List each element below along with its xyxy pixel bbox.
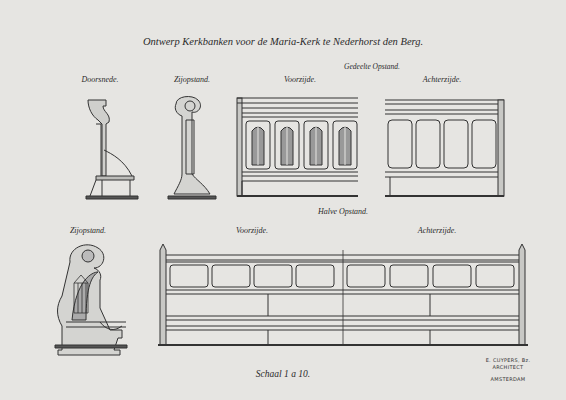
panel-mullion bbox=[316, 126, 317, 165]
view-label: Zijopstand. bbox=[174, 75, 210, 84]
panel-tracery bbox=[310, 127, 322, 165]
drawing-title: Ontwerp Kerkbanken voor de Maria-Kerk te… bbox=[143, 36, 423, 47]
stamp-text: ARCHITECT bbox=[493, 364, 524, 370]
pew-panel bbox=[254, 265, 292, 287]
panel-tracery bbox=[281, 127, 293, 165]
front-panel bbox=[304, 121, 328, 169]
section-profile bbox=[86, 100, 138, 199]
panel-tracery bbox=[252, 127, 264, 165]
panel-mullion bbox=[345, 126, 346, 165]
back-panel bbox=[416, 120, 440, 168]
side-elevation-bottom bbox=[55, 245, 127, 355]
view-label: Doorsnede. bbox=[81, 75, 118, 84]
view-label: Voorzijde. bbox=[284, 75, 316, 84]
pew-panel bbox=[433, 265, 471, 287]
back-panel bbox=[444, 120, 468, 168]
view-label: Achterzijde. bbox=[418, 226, 456, 235]
front-elevation-top bbox=[237, 98, 358, 196]
back-panel bbox=[472, 120, 496, 168]
pew-panel bbox=[170, 265, 208, 287]
view-label: Zijopstand. bbox=[70, 226, 106, 235]
pew-panel bbox=[476, 265, 514, 287]
pew-panel bbox=[212, 265, 250, 287]
view-label: Achterzijde. bbox=[423, 75, 461, 84]
panel-mullion bbox=[258, 126, 259, 165]
pew-panel bbox=[347, 265, 385, 287]
panel-mullion bbox=[287, 126, 288, 165]
front-panel bbox=[333, 121, 357, 169]
stamp-text: AMSTERDAM bbox=[491, 376, 526, 382]
view-label: Voorzijde. bbox=[236, 226, 268, 235]
view-label: Halve Opstand. bbox=[318, 207, 368, 216]
half-elevation bbox=[158, 244, 528, 345]
view-label: Gedeelte Opstand. bbox=[344, 62, 400, 71]
back-panel bbox=[388, 120, 412, 168]
side-elevation-top bbox=[168, 97, 216, 199]
pew-panel bbox=[390, 265, 428, 287]
panel-tracery bbox=[339, 127, 351, 165]
front-panel bbox=[246, 121, 270, 169]
back-elevation-top bbox=[385, 100, 504, 196]
stamp-text: E. CUYPERS, Bz. bbox=[486, 357, 531, 363]
pew-panel bbox=[296, 265, 334, 287]
front-panel bbox=[275, 121, 299, 169]
scale-note: Schaal 1 a 10. bbox=[256, 369, 310, 379]
